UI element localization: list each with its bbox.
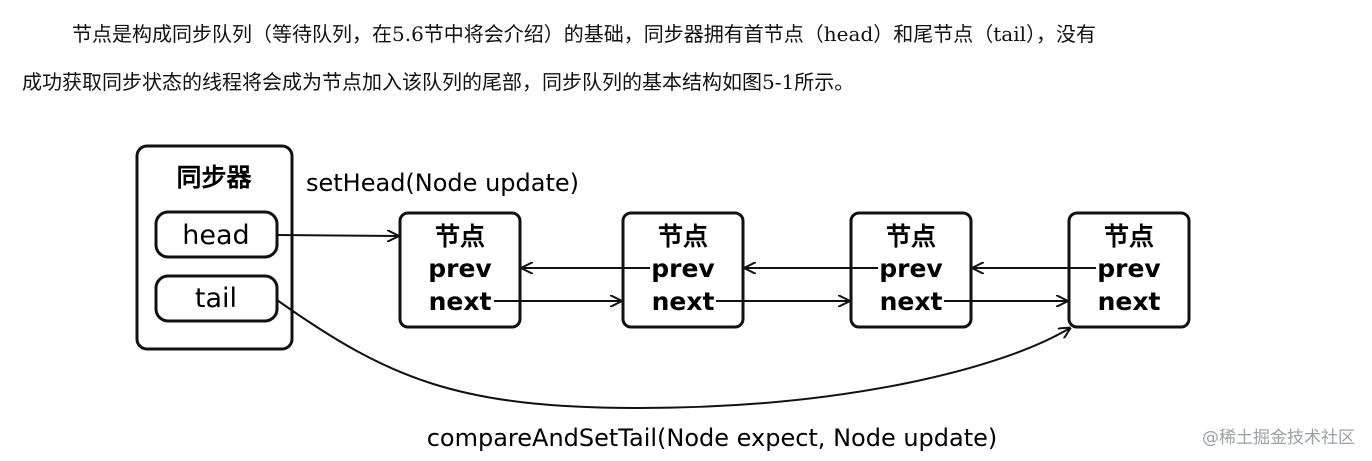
- node-title: 节点: [1104, 222, 1154, 251]
- node-next-label: next: [429, 287, 492, 316]
- node-prev-label: prev: [1097, 254, 1160, 283]
- compare-and-set-tail-label: compareAndSetTail(Node expect, Node upda…: [427, 424, 998, 452]
- tail-pointer-curve: [276, 299, 1070, 410]
- tail-label: tail: [195, 283, 237, 314]
- node-box-4: 节点 prev next: [1067, 211, 1191, 329]
- head-label: head: [182, 220, 249, 251]
- set-head-label: setHead(Node update): [306, 169, 579, 197]
- tail-field: [154, 274, 279, 323]
- node-next-label: next: [1098, 287, 1161, 316]
- synchronizer-title: 同步器: [176, 163, 252, 192]
- head-field: [154, 210, 279, 259]
- paragraph-line-1: 节点是构成同步队列（等待队列，在5.6节中将会介绍）的基础，同步器拥有首节点（h…: [72, 22, 1097, 46]
- node-box-3: 节点 prev next: [849, 211, 973, 329]
- node-prev-label: prev: [651, 254, 714, 283]
- node-prev-label: prev: [879, 254, 942, 283]
- synchronizer-box: 同步器 head tail: [135, 144, 294, 351]
- node-title: 节点: [658, 222, 708, 251]
- node-next-label: next: [652, 287, 715, 316]
- node-title: 节点: [435, 222, 485, 251]
- node-title: 节点: [886, 222, 936, 251]
- paragraph-line-2: 成功获取同步状态的线程将会成为节点加入该队列的尾部，同步队列的基本结构如图5-1…: [22, 70, 855, 94]
- node-next-label: next: [880, 287, 943, 316]
- watermark-text: @稀土掘金技术社区: [1202, 428, 1355, 448]
- node-box-1: 节点 prev next: [398, 211, 522, 329]
- node-prev-label: prev: [428, 254, 491, 283]
- head-pointer-arrow: [276, 235, 398, 236]
- node-box-2: 节点 prev next: [621, 211, 745, 329]
